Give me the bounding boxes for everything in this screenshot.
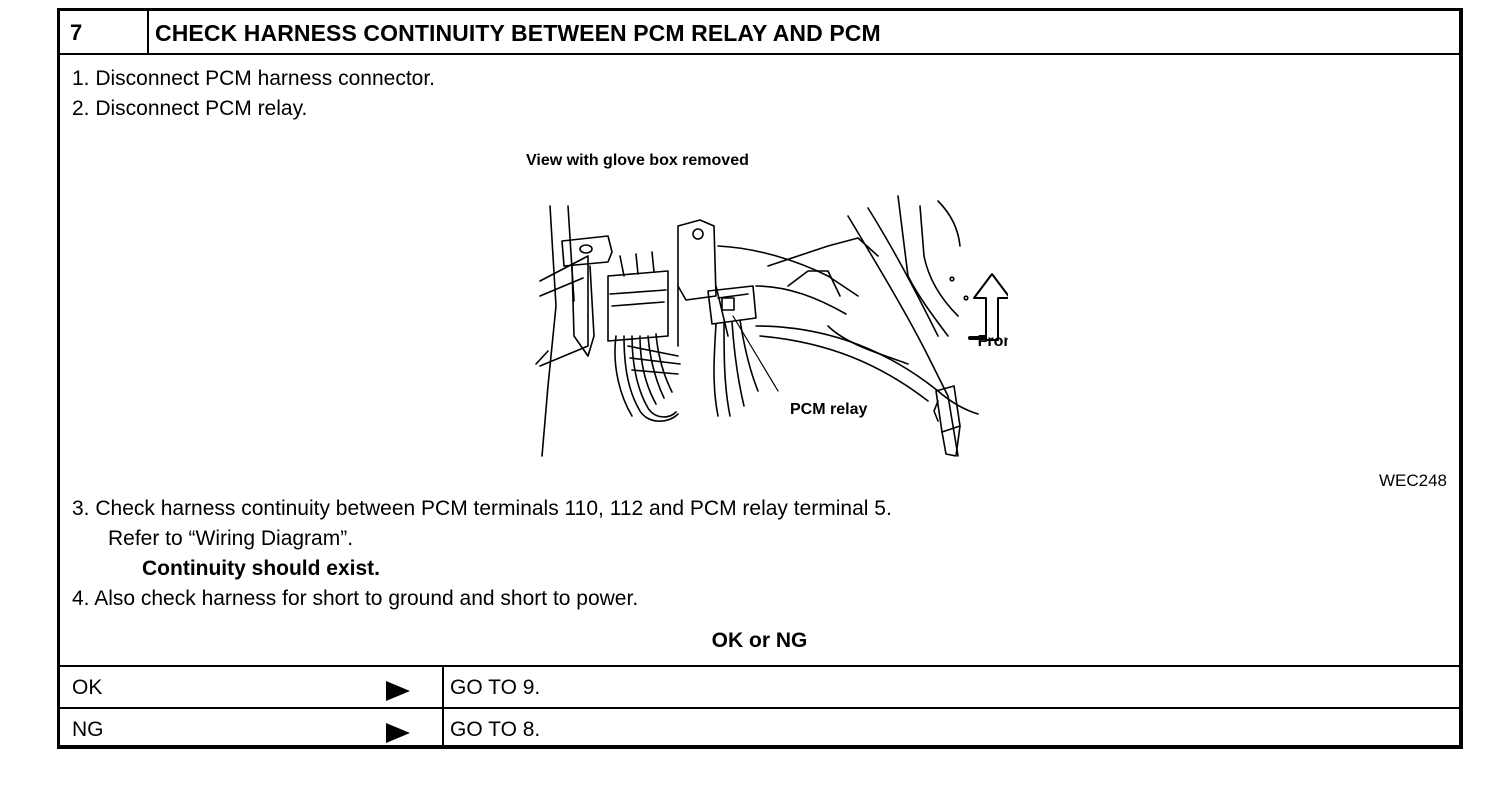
left-frame-line bbox=[541, 205, 557, 457]
row-divider bbox=[442, 667, 444, 707]
result-action: GO TO 9. bbox=[450, 676, 541, 699]
ok-or-ng-heading: OK or NG bbox=[711, 629, 808, 652]
pcm-relay-label: PCM relay bbox=[790, 401, 867, 418]
front-arrow-icon bbox=[973, 273, 1008, 341]
figure-code: WEC248 bbox=[1378, 471, 1447, 490]
step-title: CHECK HARNESS CONTINUITY BETWEEN PCM REL… bbox=[155, 20, 881, 46]
step-3-reference: Refer to “Wiring Diagram”. bbox=[108, 527, 354, 550]
left-bracket-hole bbox=[579, 244, 593, 254]
pcm-connector-block bbox=[607, 270, 669, 342]
result-action: GO TO 8. bbox=[450, 718, 541, 741]
step-1: 1. Disconnect PCM harness connector. bbox=[72, 67, 436, 90]
front-label: Front bbox=[978, 333, 1008, 350]
procedure-table: 7 CHECK HARNESS CONTINUITY BETWEEN PCM R… bbox=[57, 8, 1463, 749]
glove-box-illustration: Front PCM relay bbox=[535, 195, 1008, 457]
row-divider bbox=[442, 709, 444, 749]
header-divider bbox=[147, 11, 149, 53]
step-number: 7 bbox=[70, 20, 83, 45]
step-2: 2. Disconnect PCM relay. bbox=[72, 97, 308, 120]
result-label: OK bbox=[72, 676, 103, 699]
relay-bracket bbox=[677, 219, 717, 301]
figure-caption: View with glove box removed bbox=[526, 152, 749, 169]
step-3: 3. Check harness continuity between PCM … bbox=[72, 497, 892, 520]
result-row-ok: OK GO TO 9. bbox=[60, 665, 1459, 707]
relay-bracket-hole bbox=[692, 228, 704, 240]
harness-wires bbox=[623, 335, 679, 422]
step-header: 7 CHECK HARNESS CONTINUITY BETWEEN PCM R… bbox=[60, 11, 1459, 55]
relay-pointer bbox=[732, 315, 779, 392]
pcm-relay bbox=[707, 285, 757, 325]
left-bracket bbox=[561, 235, 613, 267]
step-3-spec: Continuity should exist. bbox=[142, 557, 381, 580]
step-4: 4. Also check harness for short to groun… bbox=[72, 587, 639, 610]
result-row-ng: NG GO TO 8. bbox=[60, 707, 1459, 749]
result-label: NG bbox=[72, 718, 104, 741]
play-arrow-icon bbox=[386, 723, 410, 743]
play-arrow-icon bbox=[386, 681, 410, 701]
